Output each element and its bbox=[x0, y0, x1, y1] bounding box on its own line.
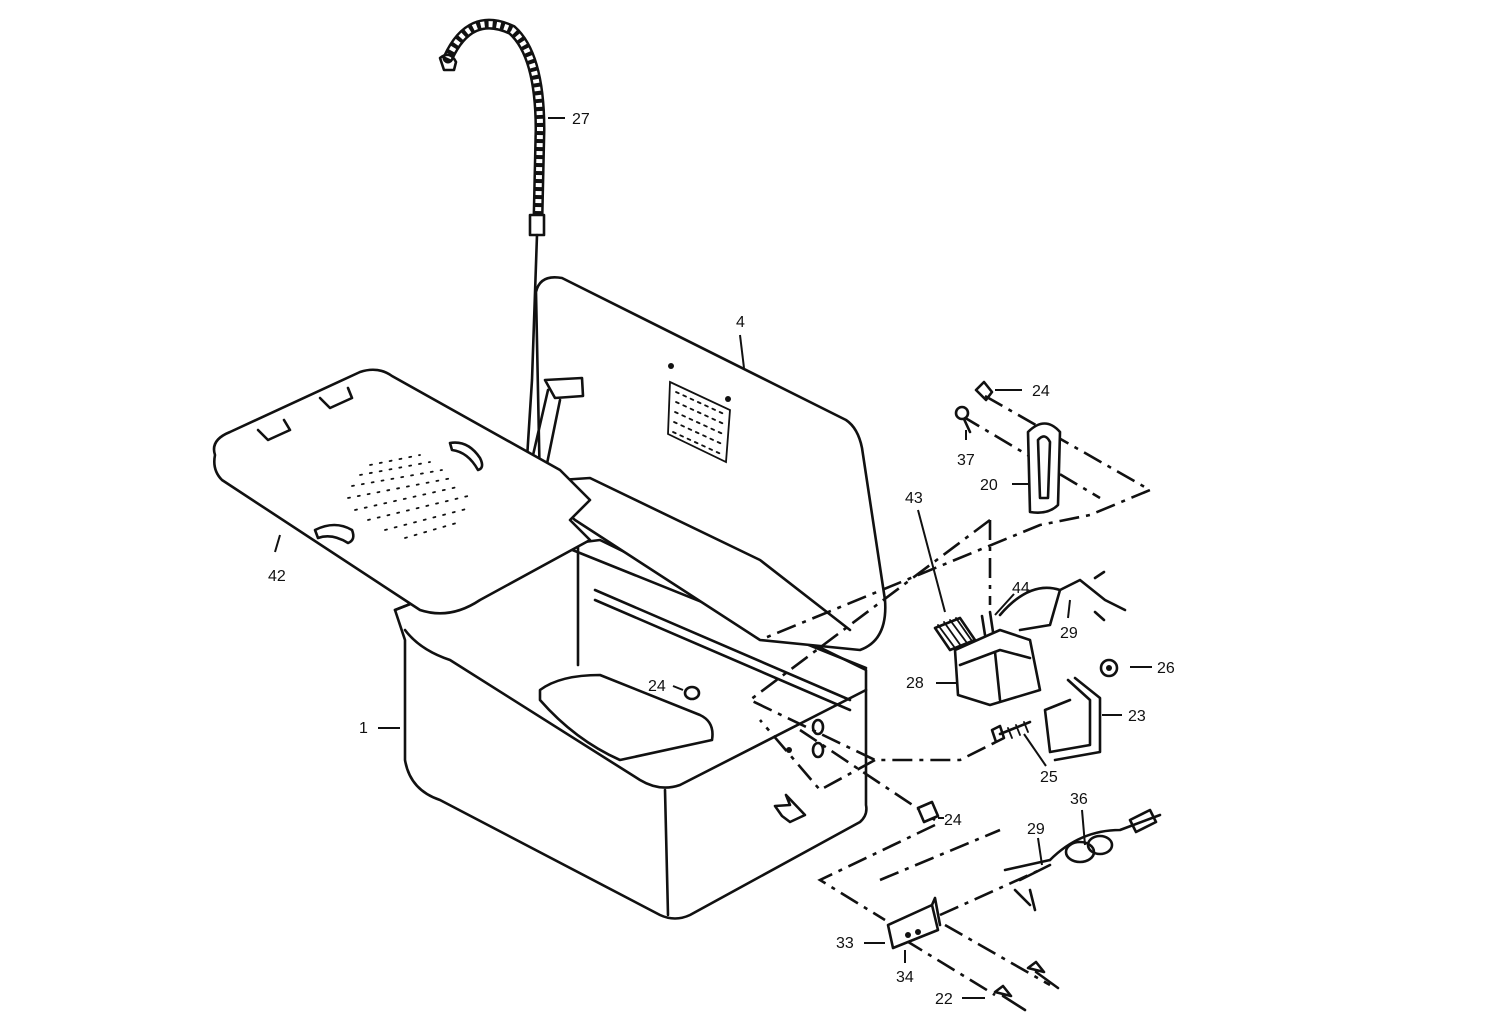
callout-labels: 27 4 42 1 24 37 20 43 44 29 28 26 23 24 … bbox=[268, 111, 1175, 1008]
callout-24-middle: 24 bbox=[648, 678, 666, 695]
callout-43: 43 bbox=[905, 490, 923, 507]
tank bbox=[393, 538, 868, 920]
hardware-parts bbox=[886, 380, 1162, 1012]
callout-24-top: 24 bbox=[1032, 383, 1050, 400]
callout-29-lower: 29 bbox=[1027, 821, 1045, 838]
callout-27: 27 bbox=[572, 111, 590, 128]
callout-29-upper: 29 bbox=[1060, 625, 1078, 642]
callout-37: 37 bbox=[957, 452, 975, 469]
callout-44: 44 bbox=[1012, 580, 1030, 597]
leader-lines bbox=[274, 117, 1152, 999]
callout-28: 28 bbox=[906, 675, 924, 692]
callout-20: 20 bbox=[980, 477, 998, 494]
callout-4: 4 bbox=[736, 314, 745, 331]
callout-1: 1 bbox=[359, 720, 368, 737]
callout-26: 26 bbox=[1157, 660, 1175, 677]
callout-36: 36 bbox=[1070, 791, 1088, 808]
lid-vent-pattern bbox=[672, 391, 725, 455]
lid bbox=[523, 276, 887, 652]
callout-24-lower: 24 bbox=[944, 812, 962, 829]
callout-25: 25 bbox=[1040, 769, 1058, 786]
callout-42: 42 bbox=[268, 568, 286, 585]
shelf-tray bbox=[212, 368, 592, 615]
callout-34: 34 bbox=[896, 969, 914, 986]
callout-23: 23 bbox=[1128, 708, 1146, 725]
shelf-perforation bbox=[347, 454, 471, 539]
callout-33: 33 bbox=[836, 935, 854, 952]
callout-22: 22 bbox=[935, 991, 953, 1008]
